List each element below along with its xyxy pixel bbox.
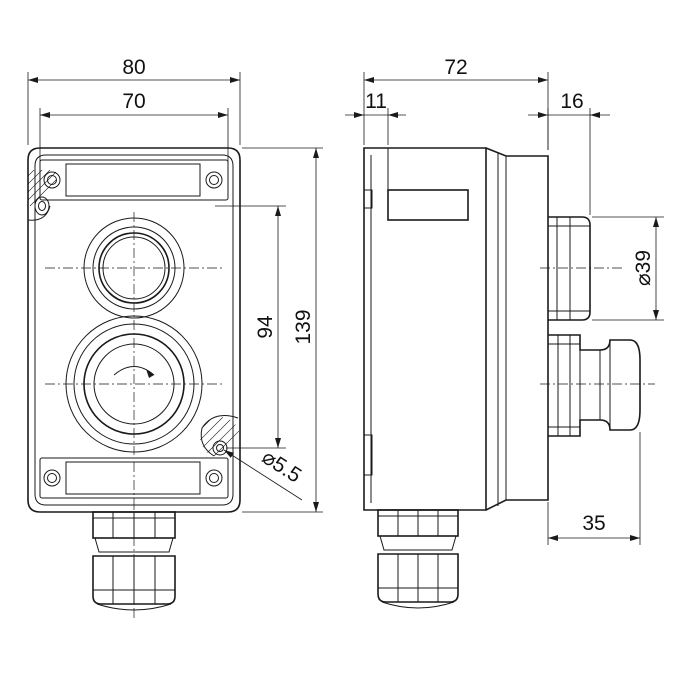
side-terminal-block [387,189,469,221]
screw-icon [205,171,223,189]
side-view [363,147,655,609]
dim-depth-overall: 72 [444,56,467,79]
dim-lid-offset: 11 [365,90,387,113]
dim-mushroom-height: 35 [582,512,605,535]
front-dimensions: 80 70 94 139 ⌀5.5 [27,56,323,513]
dim-width-overall: 80 [122,56,145,79]
side-cable-gland [377,509,459,609]
screw-icon [43,171,61,189]
side-dimensions: 72 11 16 ⌀39 35 [345,56,664,545]
side-pushbutton [548,216,591,321]
front-enclosure-outline [27,147,241,513]
dim-mounting-hole: ⌀5.5 [258,446,306,488]
rotate-arrow-icon [113,366,155,378]
side-mushroom-button [548,334,641,437]
front-view [27,147,241,620]
screw-icon [205,469,223,487]
screw-icon [43,469,61,487]
dim-height-mounting: 94 [254,315,277,339]
dim-width-mounting: 70 [122,90,145,113]
dim-height-overall: 139 [292,309,315,344]
side-lid-outline [485,147,549,511]
dim-button-height: 16 [560,90,583,113]
mounting-hole-section-top [27,170,56,221]
bottom-label-window [65,461,201,495]
mounting-hole-section-bottom [200,415,240,457]
top-label-window [65,163,201,197]
dim-button-diameter: ⌀39 [632,250,655,286]
front-enclosure-inner-edge [34,154,234,506]
